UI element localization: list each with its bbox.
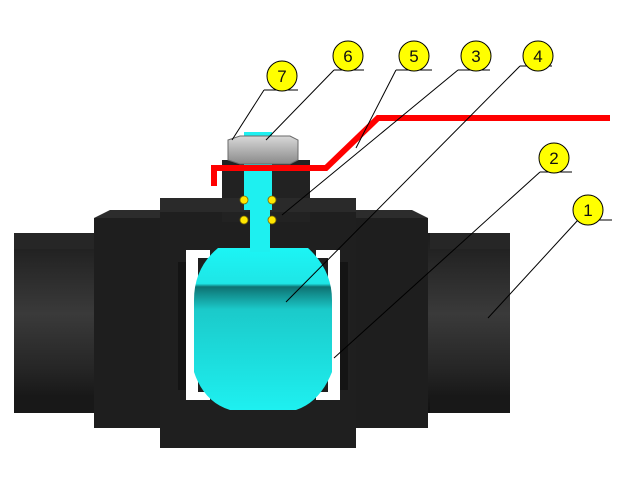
callout-4-number: 4 — [533, 47, 542, 66]
callout-3: 3 — [460, 40, 492, 72]
callout-6-number: 6 — [343, 47, 352, 66]
callout-6: 6 — [332, 40, 364, 72]
callout-2-number: 2 — [549, 149, 558, 168]
body-right-end — [356, 210, 510, 428]
callout-5: 5 — [398, 40, 430, 72]
handle — [211, 115, 610, 186]
nut — [227, 135, 299, 165]
ball — [194, 248, 332, 410]
callout-2: 2 — [538, 142, 570, 174]
callout-4: 4 — [522, 40, 554, 72]
callout-3-number: 3 — [471, 47, 480, 66]
callout-7-number: 7 — [277, 67, 286, 86]
callout-1: 1 — [572, 194, 604, 226]
callout-5-number: 5 — [409, 47, 418, 66]
callout-1-number: 1 — [583, 201, 592, 220]
callout-7: 7 — [266, 60, 298, 92]
stem-seals — [239, 195, 277, 225]
body-left-end — [14, 210, 166, 428]
